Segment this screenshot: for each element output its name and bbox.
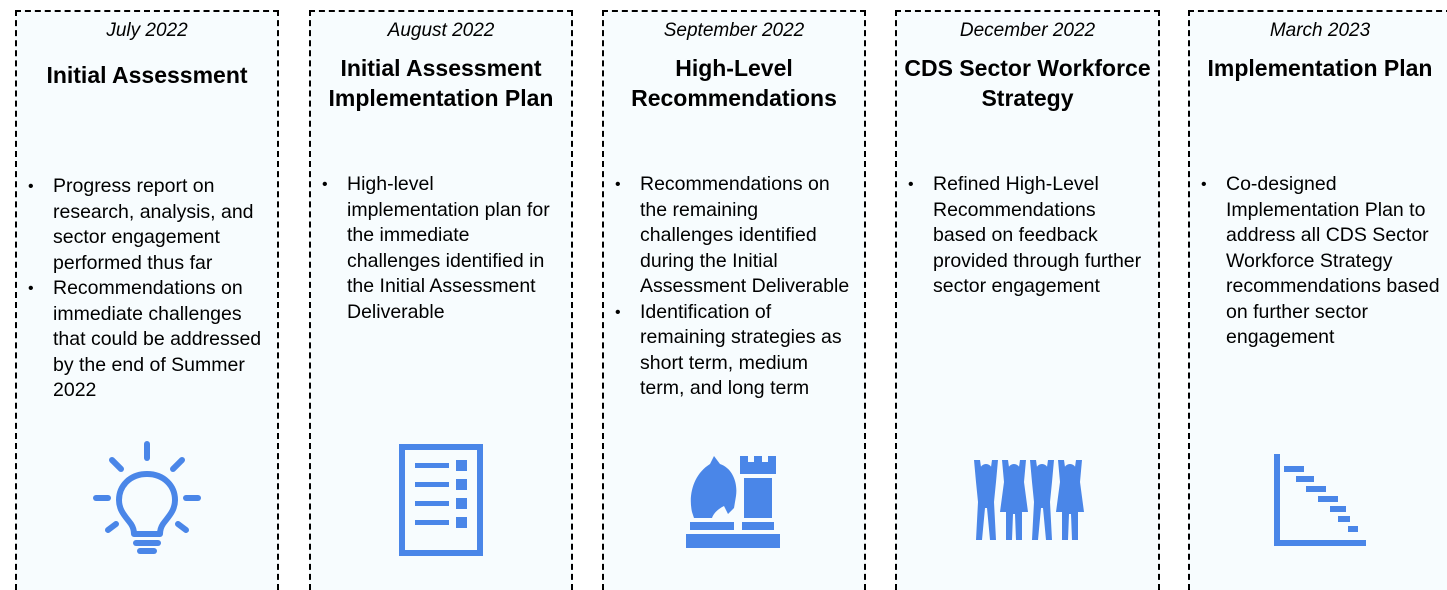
stage-bullets: Progress report on research, analysis, a…: [17, 174, 277, 404]
stage-bullets: High-level implementation plan for the i…: [311, 172, 571, 325]
stage-title: CDS Sector Workforce Strategy: [904, 55, 1151, 111]
stage-date: December 2022: [959, 20, 1096, 41]
gantt-chart-icon: [1272, 452, 1368, 548]
chess-pieces-icon: [684, 452, 784, 550]
stage-title: Implementation Plan: [1207, 55, 1433, 81]
stage-card-july-2022: July 2022 Initial Assessment Progress re…: [15, 10, 279, 590]
stage-date: July 2022: [106, 20, 188, 41]
lightbulb-icon: [92, 440, 202, 558]
bullet-item: Identification of remaining strategies a…: [615, 300, 856, 402]
stage-card-march-2023: March 2023 Implementation Plan Co-design…: [1188, 10, 1447, 590]
stage-bullets: Co-designed Implementation Plan to addre…: [1190, 172, 1447, 351]
stage-card-december-2022: December 2022 CDS Sector Workforce Strat…: [895, 10, 1160, 590]
stage-title: Initial Assessment: [46, 62, 248, 88]
checklist-icon: [399, 444, 483, 556]
stage-bullets: Refined High-Level Recommendations based…: [897, 172, 1158, 300]
stage-bullets: Recommendations on the remaining challen…: [604, 172, 864, 402]
stage-card-august-2022: August 2022 Initial Assessment Implement…: [309, 10, 573, 590]
stage-date: September 2022: [663, 20, 805, 41]
bullet-item: Progress report on research, analysis, a…: [28, 174, 273, 276]
people-group-icon: [972, 458, 1084, 542]
stage-date: March 2023: [1269, 20, 1371, 41]
bullet-item: Refined High-Level Recommendations based…: [908, 172, 1150, 300]
bullet-item: Recommendations on immediate challenges …: [28, 276, 273, 404]
stage-date: August 2022: [387, 20, 495, 41]
stage-title: Initial Assessment Implementation Plan: [328, 55, 554, 111]
bullet-item: Recommendations on the remaining challen…: [615, 172, 856, 300]
stage-card-september-2022: September 2022 High-Level Recommendation…: [602, 10, 866, 590]
stage-title: High-Level Recommendations: [631, 55, 837, 111]
bullet-item: Co-designed Implementation Plan to addre…: [1201, 172, 1442, 351]
bullet-item: High-level implementation plan for the i…: [322, 172, 563, 325]
